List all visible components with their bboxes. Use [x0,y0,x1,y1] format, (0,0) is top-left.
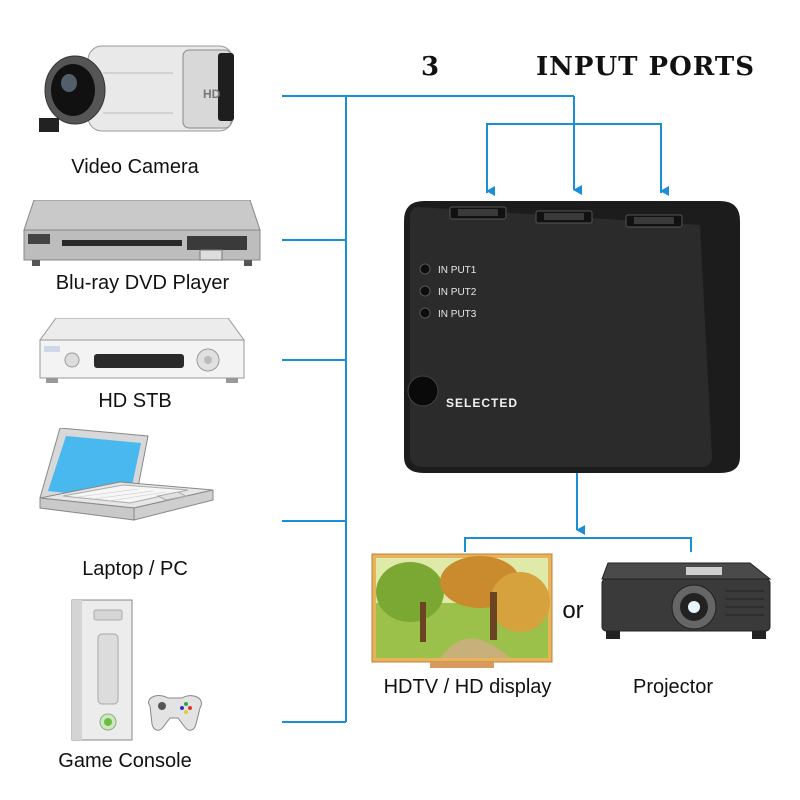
video-camera-image: HD [39,45,234,132]
indicator-label-input3: IN PUT3 [438,309,477,320]
output-label-projector: Projector [632,676,714,698]
device-label-hd-stb: HD STB [98,390,172,412]
header-title: INPUT PORTS [536,52,756,82]
camera-hd-badge: HD [203,87,221,101]
header-number: 3 [421,52,441,82]
projector-image [601,562,772,639]
hd-stb-image [39,318,245,383]
select-button-icon [407,375,439,407]
hdmi-input-port-2 [535,210,593,224]
input3-led-icon [419,307,431,319]
hdmi-switch-box: IN PUT1 IN PUT2 IN PUT3 SELECTED [404,201,740,473]
selected-button-label: SELECTED [446,396,518,410]
input1-led-icon [419,263,431,275]
output-label-hdtv: HDTV / HD display [383,676,552,698]
indicator-label-input2: IN PUT2 [438,287,477,298]
dvd-player-image [23,200,261,266]
input2-led-icon [419,285,431,297]
device-label-game-console: Game Console [58,750,192,772]
device-label-bluray-dvd-player: Blu-ray DVD Player [55,272,230,294]
device-label-video-camera: Video Camera [71,156,199,178]
or-label: or [562,597,584,624]
output-split-line [464,537,692,552]
device-label-laptop-pc: Laptop / PC [82,558,188,580]
input-split-line [486,123,662,193]
hdmi-input-port-1 [449,206,507,220]
hdmi-input-port-3 [625,214,683,228]
laptop-image [39,428,214,521]
hdtv-image [371,553,553,668]
game-console-image [71,599,202,741]
indicator-label-input1: IN PUT1 [438,265,477,276]
